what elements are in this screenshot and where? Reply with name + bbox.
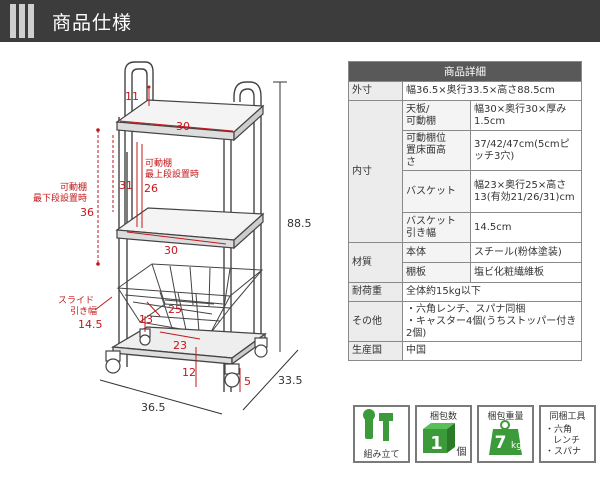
- dim-top-shelf-width-line: [119, 120, 234, 132]
- dim-basket-height-label: 13: [139, 313, 153, 326]
- header-stripe: [19, 4, 25, 38]
- spec-key-body: 本体: [402, 242, 471, 263]
- spec-value-shelf-board: 塩ビ化粧繊維板: [470, 262, 582, 283]
- dim-min-shelf-label: 36: [80, 206, 94, 219]
- spec-value-load: 全体約15kg以下: [402, 282, 582, 302]
- spec-value-shelf-position: 37/42/47cm(5cmピッチ3穴): [470, 130, 582, 171]
- assembly-label: 組み立て: [363, 450, 400, 460]
- included-tools-badge: 同梱工具 ・六角 レンチ ・スパナ: [539, 405, 596, 463]
- package-weight-title: 梱包重量: [487, 412, 524, 422]
- spec-key-inner: 内寸: [348, 100, 403, 243]
- package-count-title: 梱包数: [429, 412, 457, 422]
- dim-depth-label: 33.5: [278, 374, 303, 387]
- dim-top-shelf-width-label: 30: [176, 120, 190, 133]
- dim-middle-shelf-width-line: [126, 231, 227, 245]
- movable-top-label-2: 最上段設置時: [145, 168, 199, 180]
- slide-label-2: 引き幅: [70, 305, 97, 317]
- page-title: 商品仕様: [52, 12, 133, 34]
- assembly-tools-icon: [363, 409, 393, 441]
- product-dimension-diagram: 11 30 31 26 36 30 25 13 23 14.5 12 5 可動棚…: [0, 42, 345, 486]
- package-weight-value: 7: [494, 433, 507, 453]
- spec-value-other-line-1: ・六角レンチ、スパナ同梱: [406, 303, 526, 315]
- dim-width-line: [99, 379, 223, 415]
- spec-value-basket: 幅23×奥行25×高さ13(有効21/26/31)cm: [470, 170, 582, 213]
- included-tool-1b: レンチ: [553, 436, 581, 446]
- spec-value-body: スチール(粉体塗装): [470, 242, 582, 263]
- dim-width-label: 36.5: [141, 401, 166, 414]
- box-icon: [423, 423, 455, 453]
- top-shelf: [115, 99, 265, 142]
- spec-key-outer: 外寸: [348, 81, 403, 101]
- spec-value-outer: 幅36.5×奥行33.5×高さ88.5cm: [402, 81, 582, 101]
- dim-basket-depth-line: [146, 301, 161, 317]
- movable-bottom-label: 可動棚: [60, 181, 87, 193]
- front-handle: [239, 88, 255, 342]
- base-frame: [110, 326, 267, 366]
- movable-bottom-label-2: 最下段設置時: [33, 192, 87, 204]
- header-stripe: [28, 4, 34, 38]
- dim-top-gap2-label: 26: [144, 182, 158, 195]
- spec-table-title: 商品詳細: [348, 61, 582, 82]
- spec-value-other-line-2: ・キャスター4個(うちストッパー付き2個): [406, 315, 577, 339]
- spec-key-load: 耐荷重: [348, 282, 403, 302]
- dim-top-gap-label: 31: [119, 179, 133, 192]
- package-count-value: 1: [430, 433, 443, 454]
- package-weight-unit: kg: [511, 441, 522, 451]
- spec-key-material: 材質: [348, 242, 403, 283]
- dim-handle-label: 11: [125, 90, 139, 103]
- assembly-badge: 組み立て: [353, 405, 410, 463]
- spec-key-top-shelf: 天板/ 可動棚: [402, 100, 471, 131]
- spec-value-basket-pull: 14.5cm: [470, 212, 582, 243]
- spec-key-basket-pull: バスケット 引き幅: [402, 212, 471, 243]
- spec-key-origin: 生産国: [348, 341, 403, 361]
- header-bar: 商品仕様: [0, 0, 600, 42]
- middle-shelf: [115, 207, 265, 250]
- slide-label: スライド: [58, 295, 94, 306]
- spec-key-basket: バスケット: [402, 170, 471, 213]
- included-tool-1: ・六角: [545, 425, 573, 435]
- weight-scale-icon: [489, 420, 522, 455]
- header-stripe: [10, 4, 16, 38]
- dim-slide-label: 14.5: [78, 318, 103, 331]
- rear-handle: [124, 61, 154, 117]
- dim-middle-shelf-width-label: 30: [164, 244, 178, 257]
- spec-key-other: その他: [348, 301, 403, 342]
- spec-key-shelf-board: 棚板: [402, 262, 471, 283]
- included-tools-title: 同梱工具: [549, 412, 586, 422]
- dim-clearance-label: 5: [244, 375, 251, 388]
- dim-height-label: 88.5: [287, 217, 312, 230]
- package-count-unit: 個: [456, 447, 467, 458]
- dim-basket-depth-label: 25: [168, 303, 182, 316]
- package-weight-badge: 梱包重量 7 kg: [477, 405, 534, 463]
- caster-wheels: [105, 328, 268, 388]
- dim-depth-line: [242, 349, 299, 411]
- spec-value-top-shelf: 幅30×奥行30×厚み1.5cm: [470, 100, 582, 131]
- basket: [116, 263, 264, 335]
- dim-wheel-label: 12: [182, 366, 196, 379]
- dim-basket-width-label: 23: [173, 339, 187, 352]
- spec-table: 商品詳細 外寸 幅36.5×奥行33.5×高さ88.5cm 内寸 天板/ 可動棚…: [348, 61, 582, 361]
- spec-value-other: ・六角レンチ、スパナ同梱 ・キャスター4個(うちストッパー付き2個): [402, 301, 582, 342]
- info-icons: 組み立て 梱包数 1 個 梱包重量 7 kg 同梱工具 ・六角 レンチ ・スパナ: [353, 405, 596, 465]
- spec-value-origin: 中国: [402, 341, 582, 361]
- included-tool-2: ・スパナ: [545, 447, 582, 457]
- dim-basket-width-line: [159, 331, 201, 340]
- spec-key-shelf-position: 可動棚位 置床面高 さ: [402, 130, 471, 171]
- package-count-badge: 梱包数 1 個: [415, 405, 472, 463]
- movable-top-label: 可動棚: [145, 157, 172, 169]
- dim-slide-line: [94, 296, 113, 311]
